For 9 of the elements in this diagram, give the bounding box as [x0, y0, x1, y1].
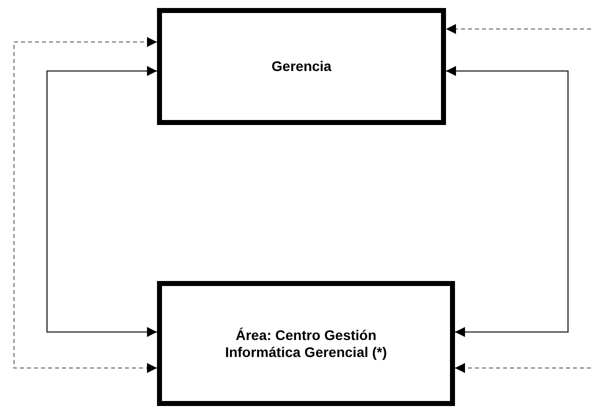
arrow	[46, 66, 157, 337]
arrow	[446, 66, 569, 337]
arrow	[455, 363, 591, 373]
arrow	[446, 24, 591, 34]
process-box	[157, 281, 455, 406]
box-label: Área: Centro Gestión Informática Gerencial (*)	[224, 326, 388, 360]
arrow	[13, 37, 157, 373]
box-label: Gerencia	[272, 58, 332, 75]
process-box	[157, 8, 446, 125]
